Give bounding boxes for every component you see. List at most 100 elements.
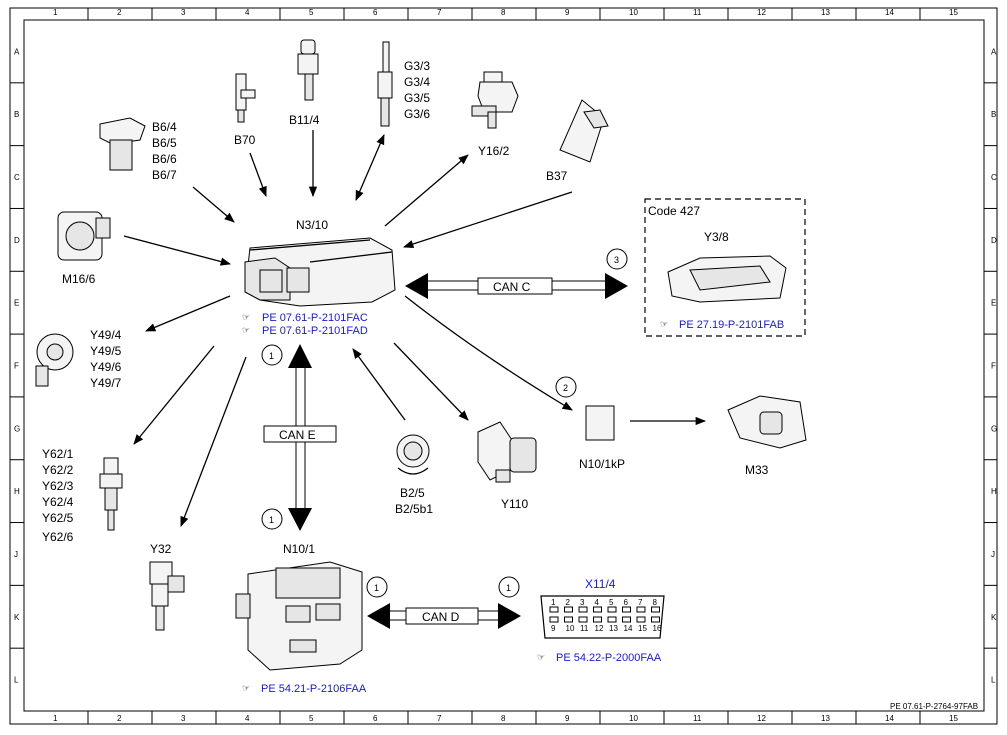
obd-pin-number: 10	[566, 624, 575, 633]
grid-row-label-right: F	[991, 362, 996, 371]
obd-pin-number: 8	[653, 598, 658, 607]
code-427-box	[644, 198, 806, 337]
relay-n10-1kp[interactable]	[585, 405, 615, 441]
reference-icon: ☞	[242, 325, 250, 335]
arrow-y32	[180, 356, 247, 527]
ecu-n3-10[interactable]	[244, 237, 396, 307]
obd-pin-number: 15	[638, 624, 647, 633]
label-y49-6: Y49/6	[90, 360, 122, 374]
grid-col-label-bottom: 1	[53, 714, 58, 723]
grid-row-label-right: C	[991, 173, 997, 182]
code-427-title: Code 427	[648, 204, 700, 218]
grid-row-label-left: G	[14, 424, 20, 433]
valve-y16-2[interactable]	[471, 71, 519, 129]
label-g3-5: G3/5	[404, 91, 430, 105]
obd-pin-number: 1	[551, 598, 556, 607]
arrow-n10-1kp	[404, 295, 573, 411]
grid-row-label-right: L	[991, 676, 996, 685]
arrow-y110	[393, 342, 469, 421]
grid-col-label-top: 12	[757, 8, 766, 17]
marker-1-can-d-right	[498, 576, 520, 598]
grid-row-label-left: H	[14, 487, 20, 496]
doc-id: PE 07.61-P-2764-97FAB	[890, 702, 978, 711]
sensor-b70[interactable]	[235, 73, 256, 123]
arrow-m16-6	[123, 235, 232, 266]
obd-pin-number: 12	[595, 624, 604, 633]
valve-y49[interactable]	[35, 333, 74, 387]
grid-row-label-left: C	[14, 173, 20, 182]
grid-ticks	[10, 8, 997, 724]
outer-frame	[9, 7, 998, 725]
grid-row-label-left: F	[14, 362, 19, 371]
valve-y110[interactable]	[477, 421, 537, 483]
module-n10-1[interactable]	[235, 561, 363, 671]
valve-y32[interactable]	[149, 561, 185, 631]
grid-row-label-right: A	[991, 47, 997, 56]
ecu-ref-1[interactable]: ☞ PE 07.61-P-2101FAC	[242, 312, 368, 324]
marker-1-can-e-top	[261, 344, 283, 366]
sensor-b6[interactable]	[99, 117, 146, 171]
label-y16-2: Y16/2	[478, 144, 510, 158]
n10-1-ref[interactable]: ☞ PE 54.21-P-2106FAA	[242, 683, 367, 695]
obd-pin	[549, 616, 559, 623]
x11-4-ref-link[interactable]: PE 54.22-P-2000FAA	[556, 652, 662, 664]
n10-1-ref-link[interactable]: PE 54.21-P-2106FAA	[261, 683, 367, 695]
x11-4-ref[interactable]: ☞ PE 54.22-P-2000FAA	[537, 652, 662, 664]
marker-2-text: 2	[563, 383, 568, 393]
label-y110: Y110	[501, 497, 528, 511]
label-b70: B70	[234, 133, 256, 147]
sensor-b11-4[interactable]	[297, 39, 319, 101]
grid-col-label-top: 1	[53, 8, 58, 17]
grid-col-label-bottom: 5	[309, 714, 314, 723]
sensor-b2-5[interactable]	[396, 434, 430, 475]
label-y32: Y32	[150, 542, 172, 556]
label-b11-4: B11/4	[289, 113, 320, 127]
obd-pin	[651, 606, 660, 613]
grid-col-label-bottom: 14	[885, 714, 894, 723]
ecu-ref-2-link[interactable]: PE 07.61-P-2101FAD	[262, 325, 368, 337]
ecu-ref-2[interactable]: ☞ PE 07.61-P-2101FAD	[242, 325, 368, 337]
actuator-m16-6[interactable]	[57, 211, 111, 261]
grid-row-label-right: J	[991, 550, 995, 559]
grid-col-label-bottom: 15	[949, 714, 958, 723]
obd-pin	[578, 616, 588, 623]
code-427-ref[interactable]: ☞ PE 27.19-P-2101FAB	[660, 319, 784, 331]
injector-y62[interactable]	[99, 457, 123, 531]
grid-row-label-right: G	[991, 424, 997, 433]
obd-pin	[564, 606, 573, 613]
sensor-g3[interactable]	[377, 41, 393, 127]
code-427-ref-link[interactable]: PE 27.19-P-2101FAB	[679, 319, 784, 331]
grid-col-label-top: 14	[885, 8, 894, 17]
marker-1-can-e-bottom	[261, 508, 283, 530]
module-y3-8[interactable]	[667, 255, 787, 303]
obd-pin	[607, 616, 617, 623]
grid-col-label-top: 13	[821, 8, 830, 17]
label-g3-6: G3/6	[404, 107, 430, 121]
label-y3-8: Y3/8	[704, 230, 729, 244]
ecu-ref-1-link[interactable]: PE 07.61-P-2101FAC	[262, 312, 368, 324]
grid-row-label-left: L	[14, 676, 19, 685]
obd-pin	[622, 606, 631, 613]
label-y62-5: Y62/5	[42, 511, 74, 525]
label-y49-5: Y49/5	[90, 344, 122, 358]
grid-col-label-bottom: 9	[565, 714, 570, 723]
grid-col-label-bottom: 6	[373, 714, 378, 723]
grid-labels: 1122334455667788991010111112121313141415…	[14, 8, 997, 723]
label-b2-5b1: B2/5b1	[395, 502, 433, 516]
grid-row-label-left: K	[14, 613, 20, 622]
sensor-b37[interactable]	[559, 99, 609, 163]
grid-col-label-top: 2	[117, 8, 122, 17]
reference-icon: ☞	[660, 319, 668, 329]
obd-pin	[651, 616, 660, 623]
label-y62-3: Y62/3	[42, 479, 74, 493]
pump-m33[interactable]	[727, 395, 807, 449]
grid-row-label-right: K	[991, 613, 997, 622]
marker-3	[606, 248, 628, 270]
grid-col-label-top: 7	[437, 8, 442, 17]
marker-1-text: 1	[506, 583, 511, 593]
grid-col-label-bottom: 7	[437, 714, 442, 723]
